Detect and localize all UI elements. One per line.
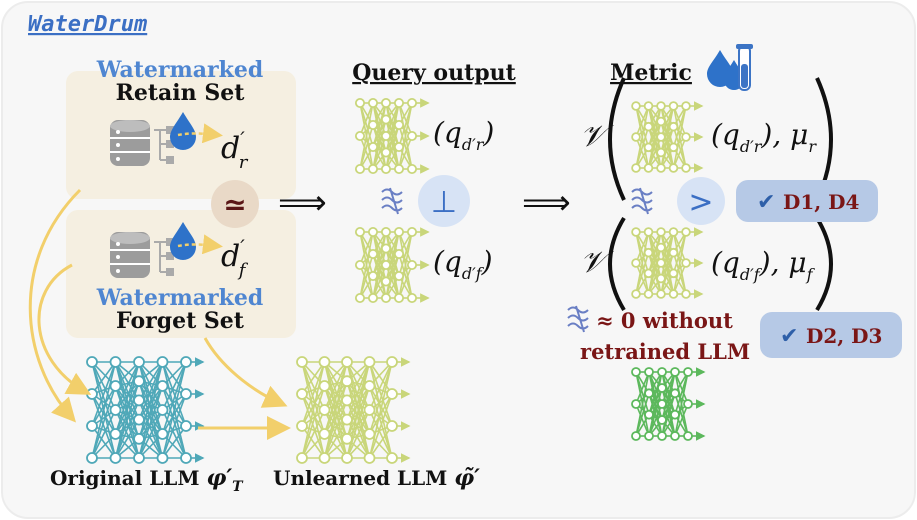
greater-symbol: > xyxy=(688,185,713,220)
query-output-header: Query output xyxy=(352,60,516,86)
badge-d2-d3-text: D2, D3 xyxy=(806,324,882,348)
unlearned-llm-label: Unlearned LLM φ̃′ xyxy=(273,465,480,491)
greater-circle xyxy=(677,177,725,225)
watermark-arrow xyxy=(177,234,223,255)
forget-watermarked-label: Watermarked xyxy=(96,285,264,311)
implies-arrow: ⟹ xyxy=(522,183,571,223)
flow-arrow xyxy=(28,188,82,423)
retain-set-symbol: d′r xyxy=(221,127,249,173)
metric-forget-network xyxy=(631,227,704,299)
original-llm-label: Original LLM φ′T xyxy=(50,465,244,495)
retain-watermarked-label: Watermarked xyxy=(96,57,264,83)
original-llm-network xyxy=(86,356,205,464)
badge-d1-d4-text: D1, D4 xyxy=(783,190,860,214)
approx-zero-text: ≈ 0 without xyxy=(596,308,733,333)
implies-arrow: ⟹ xyxy=(278,183,327,223)
diagram-title: WaterDrum xyxy=(28,12,147,37)
retrained-llm-text: retrained LLM xyxy=(580,339,750,364)
forget-query-label: (qd′f) xyxy=(433,245,493,283)
retain-query-network xyxy=(354,97,430,175)
water-drop-icon xyxy=(170,222,196,260)
retain-query-label: (qd′r) xyxy=(433,116,494,154)
not-approx-squiggle-icon xyxy=(631,187,653,215)
metric-open-paren xyxy=(608,216,626,312)
forget-query-network xyxy=(354,226,430,304)
drops-testtube-icon xyxy=(707,44,753,91)
flow-arrow xyxy=(203,337,288,408)
not-approx-squiggle-icon xyxy=(381,187,403,215)
metric-open-paren xyxy=(608,77,626,201)
badge-d1-d4 xyxy=(736,180,878,222)
retrained-llm-network xyxy=(631,367,706,441)
metric-forget-expr: (qd′f), μf xyxy=(711,246,816,284)
not-approx-squiggle-icon xyxy=(567,305,589,333)
forget-set-label: Forget Set xyxy=(116,308,245,334)
check-icon: ✔ xyxy=(757,190,775,215)
perp-circle xyxy=(418,175,470,227)
flow-arrow xyxy=(37,263,92,395)
metric-retain-expr: (qd′r), μr xyxy=(711,118,817,156)
watermark-arrow xyxy=(177,123,223,144)
check-icon: ✔ xyxy=(780,324,798,349)
water-drop-icon xyxy=(170,112,196,150)
approx-symbol: ≃ xyxy=(223,188,246,221)
perp-symbol: ⊥ xyxy=(431,185,457,220)
metric-retain-network xyxy=(631,101,704,173)
badge-d2-d3 xyxy=(760,312,902,358)
database-icon xyxy=(110,120,174,166)
unlearned-llm-network xyxy=(296,356,411,464)
database-icon xyxy=(110,232,174,278)
approx-circle xyxy=(211,180,259,228)
retain-set-label: Retain Set xyxy=(116,80,246,106)
metric-close-paren xyxy=(815,216,833,312)
